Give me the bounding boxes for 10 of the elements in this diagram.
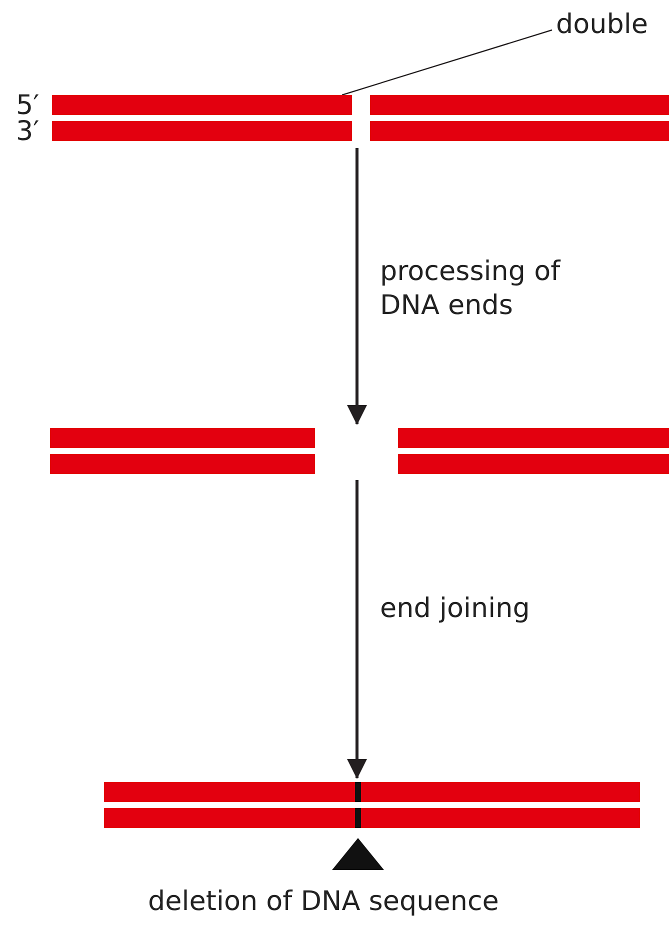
arrow	[347, 148, 367, 425]
leader-line	[342, 29, 552, 96]
arrow	[347, 480, 367, 779]
caption-text: deletion of DNA sequence	[148, 888, 499, 915]
callout-text: double	[556, 8, 669, 42]
strand-end-label: 5′	[16, 92, 40, 119]
dna-duplex-drawing	[50, 428, 669, 475]
strand-end-label: 3′	[16, 118, 40, 145]
dna-duplex-drawing	[104, 782, 640, 829]
dna-duplex-drawing	[50, 95, 669, 142]
